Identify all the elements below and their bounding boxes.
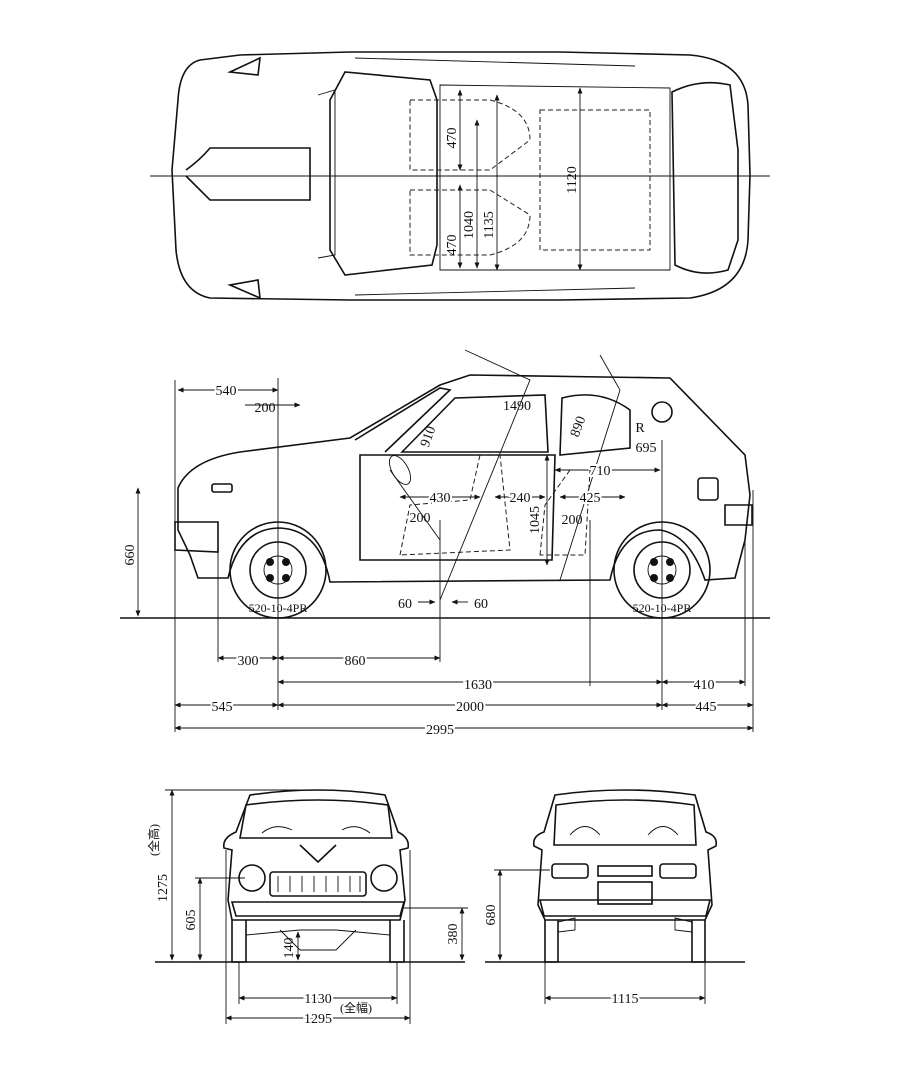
side-rear-light xyxy=(651,401,673,423)
front-dim-1295: 1295 xyxy=(304,1012,332,1027)
rear-wheel-right xyxy=(691,920,706,963)
dim-1630: 1630 xyxy=(464,678,492,693)
front-suspension xyxy=(245,929,391,951)
top-dim-470b: 470 xyxy=(445,235,460,256)
front-bumper xyxy=(230,901,406,917)
top-hood-ridge xyxy=(185,147,311,201)
dim-r-prefix: R xyxy=(635,421,645,436)
side-rear-bumper xyxy=(724,504,753,526)
front-wiper-right xyxy=(341,826,371,834)
dim-1490: 1490 xyxy=(503,399,531,414)
front-grille xyxy=(269,871,367,897)
dim-430: 430 xyxy=(430,491,451,506)
side-steering-column xyxy=(389,469,441,541)
top-roof xyxy=(439,84,671,271)
dim-890: 890 xyxy=(568,414,589,439)
side-sightline-rear xyxy=(559,354,621,581)
dim-910: 910 xyxy=(418,424,439,449)
dim-300: 300 xyxy=(238,654,259,669)
rear-window xyxy=(553,799,697,846)
front-dim-1275: 1275 xyxy=(156,874,171,902)
top-mirror-upper xyxy=(227,56,261,76)
top-seat-front-left xyxy=(409,99,531,171)
rear-wheel-left xyxy=(544,920,559,963)
dim-2000: 2000 xyxy=(456,700,484,715)
rear-light-right xyxy=(659,863,697,879)
dim-660: 660 xyxy=(123,545,138,566)
rear-view: 680 1115 xyxy=(484,789,745,1009)
rear-dim-1115: 1115 xyxy=(612,992,639,1007)
side-door xyxy=(359,454,556,561)
side-front-window xyxy=(400,394,549,453)
front-zenko: (全高) xyxy=(146,824,161,856)
side-seat-rear xyxy=(539,469,591,556)
dim-710: 710 xyxy=(590,464,611,479)
dim-545: 545 xyxy=(212,700,233,715)
rear-plate xyxy=(597,881,653,905)
side-view: 520-10-4PR 520-10-4PR xyxy=(120,349,770,740)
dim-200c: 200 xyxy=(562,513,583,528)
front-wiper-left xyxy=(261,826,293,834)
front-dim-1130: 1130 xyxy=(304,992,331,1007)
dim-410: 410 xyxy=(694,678,715,693)
dim-425: 425 xyxy=(580,491,601,506)
top-rear-window xyxy=(671,81,739,274)
front-grille-bars xyxy=(277,876,361,892)
front-dim-605: 605 xyxy=(184,910,199,931)
front-hood-ridge xyxy=(299,844,337,864)
top-windshield xyxy=(329,71,438,276)
dim-1045: 1045 xyxy=(528,506,543,534)
front-windshield xyxy=(239,799,393,839)
dim-200a: 200 xyxy=(255,401,276,416)
top-dim-1040: 1040 xyxy=(462,211,477,239)
side-sightline-front xyxy=(439,349,531,601)
front-body-outline xyxy=(222,789,410,921)
rear-headrest-left xyxy=(569,826,601,836)
rear-suspension xyxy=(557,917,693,933)
dim-200b: 200 xyxy=(410,511,431,526)
side-body-outline xyxy=(177,374,751,583)
top-seat-front-right xyxy=(409,189,531,256)
rear-light-left xyxy=(551,863,589,879)
side-steering-wheel xyxy=(388,455,412,485)
rear-headrest-right xyxy=(647,826,679,836)
side-windshield xyxy=(354,387,452,453)
side-fuel-cap xyxy=(697,477,719,501)
rear-emblem xyxy=(597,865,653,877)
dim-445: 445 xyxy=(696,700,717,715)
dim-540: 540 xyxy=(216,384,237,399)
top-body-outline xyxy=(171,51,751,301)
rear-bumper xyxy=(538,899,712,917)
top-dim-470a: 470 xyxy=(445,128,460,149)
front-headlight-right xyxy=(370,864,398,892)
top-side-rail-upper xyxy=(354,57,636,67)
front-wheel-left xyxy=(231,920,247,963)
side-headlight xyxy=(211,483,233,493)
top-view: 470 470 1040 1135 1120 xyxy=(150,51,770,301)
front-zenpuku: (全幅) xyxy=(340,1000,372,1015)
front-view: 1275 (全高) 605 140 380 1130 (全幅) 1295 xyxy=(146,789,468,1029)
top-mirror-lower xyxy=(227,279,261,300)
dim-60a: 60 xyxy=(398,597,412,612)
side-seat-front xyxy=(399,454,511,556)
front-dim-380: 380 xyxy=(446,924,461,945)
top-side-rail-lower xyxy=(354,287,636,296)
front-wheel-right xyxy=(389,920,405,963)
dim-2995: 2995 xyxy=(426,723,454,738)
dim-60b: 60 xyxy=(474,597,488,612)
top-dim-1120: 1120 xyxy=(565,166,580,193)
top-cowl xyxy=(317,89,336,259)
side-rear-window xyxy=(559,394,631,456)
dim-240: 240 xyxy=(510,491,531,506)
dim-860: 860 xyxy=(345,654,366,669)
front-dim-140: 140 xyxy=(282,938,297,959)
dim-695: 695 xyxy=(636,441,657,456)
top-dim-1135: 1135 xyxy=(482,211,497,238)
rear-dim-680: 680 xyxy=(484,905,499,926)
top-rear-bench xyxy=(539,109,651,251)
rear-body-outline xyxy=(532,789,718,921)
